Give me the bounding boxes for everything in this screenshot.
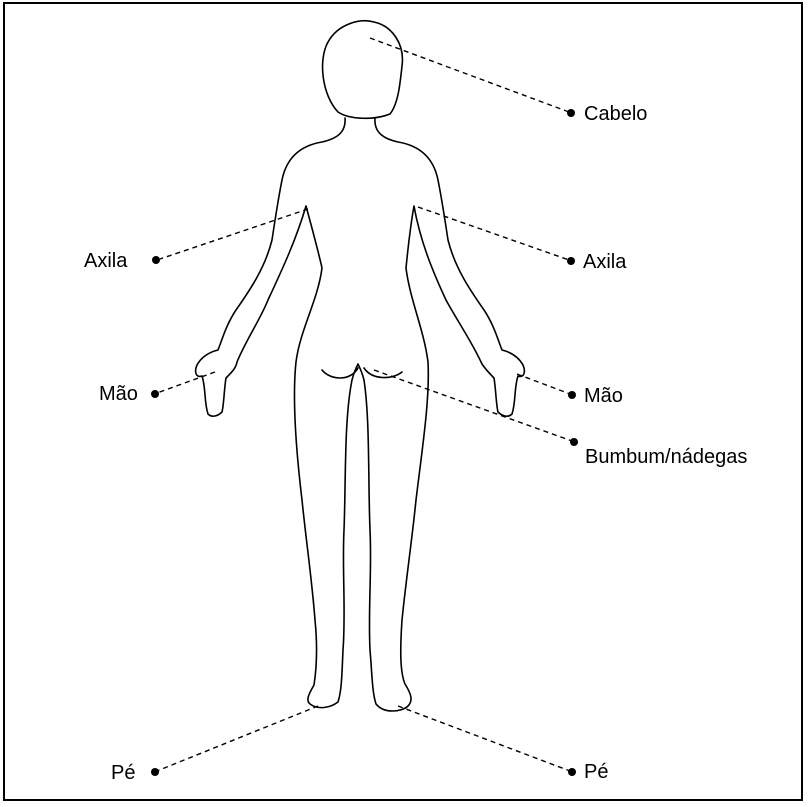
label-armpit-left: Axila [84,251,127,271]
dot-hand-right [568,391,576,399]
label-hand-left: Mão [99,384,138,404]
leader-lines [157,38,572,771]
dot-hair [567,109,575,117]
label-dots [151,109,578,776]
leader-line-foot-right [398,706,570,771]
leader-line-armpit-right [418,207,569,260]
dot-foot-left [151,768,159,776]
label-foot-right: Pé [584,762,608,782]
head-outline [323,21,403,118]
dot-buttocks [570,438,578,446]
body-outline [196,118,525,711]
leader-line-armpit-left [160,209,308,259]
label-armpit-right: Axila [583,252,626,272]
label-hair: Cabelo [584,104,647,124]
leader-line-hand-right [517,374,570,394]
label-buttocks: Bumbum/nádegas [585,447,747,467]
leader-line-foot-left [157,706,318,771]
human-figure-back-view [196,21,525,711]
dot-armpit-left [152,256,160,264]
leader-line-hand-left [157,372,215,393]
label-hand-right: Mão [584,386,623,406]
dot-hand-left [151,390,159,398]
dot-armpit-right [567,257,575,265]
dot-foot-right [568,768,576,776]
label-foot-left: Pé [111,763,135,783]
leader-line-buttocks [374,370,572,441]
leader-line-hair [370,38,569,112]
